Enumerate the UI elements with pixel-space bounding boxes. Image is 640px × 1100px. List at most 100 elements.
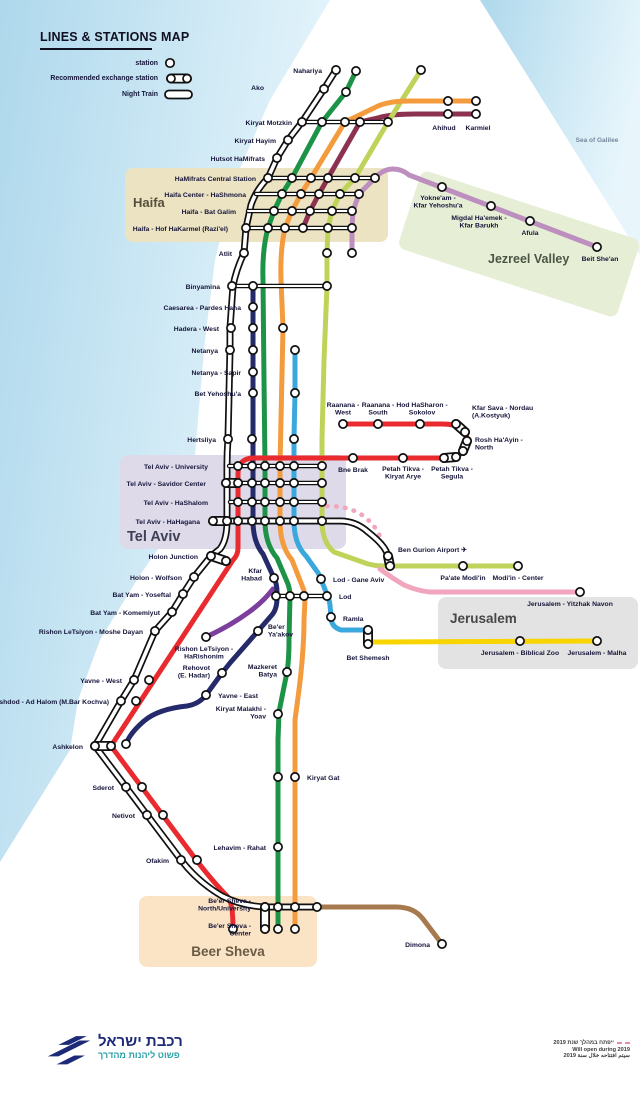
station-dot-ben-gurion-airport bbox=[383, 551, 393, 561]
sea-areas bbox=[0, 0, 640, 862]
station-label-ofakim: Ofakim bbox=[146, 858, 169, 865]
station-dot-bet-shemesh bbox=[363, 639, 373, 649]
station-dot-haifa-hof-hakarmel-razi-el bbox=[280, 223, 290, 233]
station-dot-nahariya bbox=[351, 66, 361, 76]
legend-label-exchange: Recommended exchange station bbox=[50, 75, 158, 82]
station-dot-rosh-ha-ayin-north bbox=[458, 446, 468, 456]
station-label-jerusalem-biblical-zoo: Jerusalem - Biblical Zoo bbox=[481, 650, 559, 657]
station-label-tel-aviv-savidor-center: Tel Aviv - Savidor Center bbox=[127, 481, 207, 488]
station-dot-caesarea-pardes-hana bbox=[248, 302, 258, 312]
logo-title: רכבת ישראל bbox=[98, 1033, 183, 1050]
station-dot-ahihud bbox=[443, 109, 453, 119]
station-dot-netanya bbox=[290, 345, 300, 355]
sea-area-0 bbox=[0, 0, 330, 862]
station-dot-tel-aviv-savidor-center bbox=[247, 478, 257, 488]
region-label-jezreel-valley: Jezreel Valley bbox=[488, 252, 569, 266]
station-dot-afula bbox=[525, 216, 535, 226]
station-label-rosh-ha-ayin-north: Rosh Ha'Ayin -North bbox=[475, 437, 523, 451]
station-dot-be-er-sheva-center bbox=[273, 924, 283, 934]
logo-slogan: פשוט ליהנות מהדרך bbox=[98, 1049, 180, 1060]
station-dot-kfar-sava-nordau-a-kostyuk bbox=[460, 427, 470, 437]
station-label-atlit: Atlit bbox=[219, 251, 233, 258]
station-dot-lod bbox=[299, 591, 309, 601]
opening-note-ar: سيتم افتتاحه خلال سنة 2019 bbox=[563, 1053, 630, 1060]
station-dot-tel-aviv-hashalom bbox=[233, 497, 243, 507]
station-dot-jerusalem-yitzhak-navon bbox=[575, 587, 585, 597]
station-label-kiryat-malakhi-yoav: Kiryat Malakhi -Yoav bbox=[216, 706, 266, 720]
legend-rule bbox=[40, 48, 152, 50]
opening-note-en: Will open during 2019 bbox=[572, 1046, 630, 1053]
opening-note-he-row: ייפתח במהלך שנת 2019 bbox=[553, 1040, 630, 1047]
station-label-tel-aviv-hahagana: Tel Aviv - HaHagana bbox=[136, 519, 201, 526]
station-dot-hertsliya bbox=[223, 434, 233, 444]
station-dot-atlit bbox=[347, 248, 357, 258]
station-label-lehavim-rahat: Lehavim - Rahat bbox=[214, 845, 267, 852]
station-dots bbox=[90, 65, 602, 949]
station-dot-atlit bbox=[322, 248, 332, 258]
station-dot-tel-aviv-hahagana bbox=[317, 516, 327, 526]
station-dot-bet-yehoshu-a bbox=[248, 388, 258, 398]
station-dot-rehovot-e-hadar bbox=[217, 668, 227, 678]
station-dot-dimona bbox=[437, 939, 447, 949]
station-dot-hamifrats-central-station bbox=[370, 173, 380, 183]
station-dot-tel-aviv-savidor-center bbox=[317, 478, 327, 488]
station-dot-holon-junction bbox=[206, 551, 216, 561]
station-label-netanya-sapir: Netanya - Sapir bbox=[192, 370, 242, 377]
station-dot-lod bbox=[271, 591, 281, 601]
station-dot-haifa-bat-galim bbox=[305, 206, 315, 216]
station-dot-modi-in-center bbox=[513, 561, 523, 571]
station-dot-haifa-bat-galim bbox=[287, 206, 297, 216]
station-dot-raanana-west bbox=[338, 419, 348, 429]
station-dot-jerusalem-malha bbox=[592, 636, 602, 646]
station-label-beit-she-an: Beit She'an bbox=[582, 256, 619, 263]
legend-label-station: station bbox=[135, 59, 158, 67]
station-label-haifa-hof-hakarmel-razi-el: Haifa - Hof HaKarmel (Razi'el) bbox=[133, 226, 228, 233]
station-dot-tel-aviv-savidor-center bbox=[260, 478, 270, 488]
station-dot-ofakim bbox=[192, 855, 202, 865]
station-label-ramla: Ramla bbox=[343, 616, 364, 623]
legend-title: LINES & STATIONS MAP bbox=[40, 30, 190, 44]
station-label-ben-gurion-airport: Ben Gurion Airport ✈ bbox=[398, 546, 467, 554]
station-label-rehovot-e-hadar: Rehovot(E. Hadar) bbox=[178, 665, 211, 679]
station-dot-petah-tikva-segula bbox=[439, 453, 449, 463]
station-dot-hadera-west bbox=[278, 323, 288, 333]
station-dot-yavne-west bbox=[144, 675, 154, 685]
station-label-be-er-sheva-north-university: Be'er Sheva -North/University bbox=[198, 898, 251, 912]
station-dot-hamifrats-central-station bbox=[263, 173, 273, 183]
station-dot-kiryat-hayim bbox=[283, 135, 293, 145]
station-dot-netanya bbox=[248, 345, 258, 355]
station-dot-ashdod-ad-halom-m-bar-kochva bbox=[116, 696, 126, 706]
geo-label-sea-of-galilee: Sea of Galilee bbox=[576, 137, 619, 144]
station-label-hutsot-hamifrats: Hutsot HaMifrats bbox=[211, 156, 266, 163]
station-dot-haifa-hof-hakarmel-razi-el bbox=[241, 223, 251, 233]
station-dot-tel-aviv-hahagana bbox=[208, 516, 218, 526]
station-dot-migdal-ha-emek-kfar-barukh bbox=[486, 201, 496, 211]
region-label-beer-sheva: Beer Sheva bbox=[191, 944, 265, 959]
station-dot-hod-hasharon-sokolov bbox=[415, 419, 425, 429]
station-dot-hamifrats-central-station bbox=[350, 173, 360, 183]
station-dot-tel-aviv-hashalom bbox=[317, 497, 327, 507]
station-label-jerusalem-malha: Jerusalem - Malha bbox=[568, 650, 627, 657]
station-label-migdal-ha-emek-kfar-barukh: Migdal Ha'emek -Kfar Barukh bbox=[451, 215, 506, 229]
station-dot-ako bbox=[341, 87, 351, 97]
station-dot-rishon-letsiyon-moshe-dayan bbox=[150, 626, 160, 636]
station-dot-be-er-sheva-north-university bbox=[260, 924, 270, 934]
station-dot-be-er-sheva-north-university bbox=[312, 902, 322, 912]
line-purple bbox=[203, 586, 276, 640]
station-dot-hadera-west bbox=[248, 323, 258, 333]
station-dot-tel-aviv-university bbox=[247, 461, 257, 471]
station-dot-bat-yam-yoseftal bbox=[178, 589, 188, 599]
station-dot-mazkeret-batya bbox=[282, 667, 292, 677]
station-dot-holon-junction bbox=[221, 556, 231, 566]
station-label-netivot: Netivot bbox=[112, 813, 136, 820]
station-dot-tel-aviv-hashalom bbox=[275, 497, 285, 507]
station-label-jerusalem-yitzhak-navon: Jerusalem - Yitzhak Navon bbox=[527, 601, 613, 608]
future-line-swatch-icon bbox=[617, 1042, 630, 1045]
station-label-yokne-am-kfar-yehoshu-a: Yokne'am -Kfar Yehoshu'a bbox=[413, 195, 462, 209]
station-label-rishon-letsiyon-harishonim: Rishon LeTsiyon -HaRishonim bbox=[175, 646, 233, 660]
station-dot-tel-aviv-savidor-center bbox=[275, 478, 285, 488]
station-dot-tel-aviv-hashalom bbox=[289, 497, 299, 507]
